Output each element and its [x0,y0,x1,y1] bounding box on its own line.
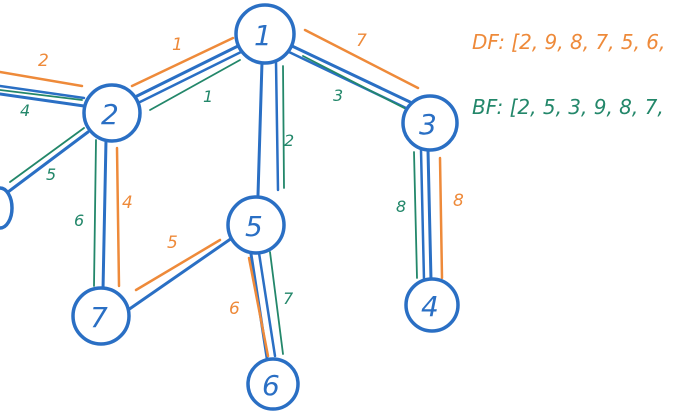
green-weight-1-3: 3 [333,86,343,105]
green-weight-2-lowerleft: 5 [46,165,56,184]
traversal-sequences: DF: [2, 9, 8, 7, 5, 6, BF: [2, 5, 3, 9, … [472,30,665,119]
orange-stroke-5-6 [247,256,270,358]
node-3: 3 [401,94,459,152]
graph-edges [0,44,433,360]
node-1: 1 [234,3,296,65]
graph-nodes: 1 2 3 4 5 6 7 [0,3,460,411]
node-partial-left [0,186,14,230]
green-stroke-2-lowerleft [9,127,85,183]
node-6-label: 6 [262,369,280,402]
node-7-label: 7 [90,301,108,334]
node-4: 4 [404,277,460,333]
edge-1-5 [256,60,264,197]
green-weight-1-5: 2 [284,131,294,150]
orange-weight-1-2: 1 [172,35,183,55]
green-stroke-3-4 [413,151,418,279]
green-stroke-1-2 [149,59,241,111]
orange-weight-3-4: 8 [453,191,464,211]
edge-2-left-double [0,84,86,100]
node-2: 2 [82,83,142,143]
node-7: 7 [71,286,131,346]
node-6: 6 [246,357,300,411]
green-weight-2-left: 4 [20,101,30,120]
green-stroke-5-6 [269,251,284,355]
green-weight-1-2: 1 [203,87,213,106]
green-traversal-strokes [0,55,418,355]
edge-5-6-double [257,251,277,358]
edge-1-3 [290,44,412,104]
green-weight-3-4: 8 [396,197,406,216]
orange-stroke-3-4 [438,156,444,280]
orange-traversal-strokes [0,28,444,358]
orange-weight-2-left: 2 [38,51,49,71]
green-stroke-2-left [0,89,83,101]
edge-7-5 [126,236,234,312]
node-4-label: 4 [421,290,439,323]
bf-sequence: BF: [2, 5, 3, 9, 8, 7, [472,95,664,119]
green-weight-2-7: 6 [74,211,84,230]
green-stroke-1-5 [282,65,285,189]
green-stroke-1-3 [302,55,409,111]
edge-1-2 [135,44,240,98]
green-weight-5-6: 7 [283,289,294,308]
edge-1-2-double [138,50,243,104]
edge-3-4-double [419,148,426,282]
orange-weight-7-5: 5 [167,233,178,253]
orange-stroke-2-left [0,70,84,88]
orange-weight-labels: 1 7 2 4 5 6 8 [38,31,464,319]
df-sequence: DF: [2, 9, 8, 7, 5, 6, [472,30,665,54]
node-2-label: 2 [101,98,119,131]
orange-stroke-1-2 [130,36,235,88]
orange-weight-1-3: 7 [356,31,367,51]
orange-weight-2-7: 4 [122,193,133,213]
node-5-label: 5 [245,210,263,243]
node-5: 5 [226,195,286,255]
orange-stroke-1-3 [303,28,420,90]
node-3-label: 3 [419,108,437,141]
orange-stroke-7-5 [134,238,222,292]
edge-2-left [0,92,86,108]
orange-weight-5-6: 6 [229,299,240,319]
orange-stroke-2-7 [115,146,121,288]
edge-1-5-double [274,60,280,192]
green-weight-labels: 1 3 2 6 4 5 7 8 [20,86,406,308]
edge-2-lowerleft [6,130,90,194]
edge-2-7 [101,138,108,292]
green-stroke-2-7 [93,139,97,287]
edge-3-4 [426,148,433,282]
node-1-label: 1 [254,19,272,52]
